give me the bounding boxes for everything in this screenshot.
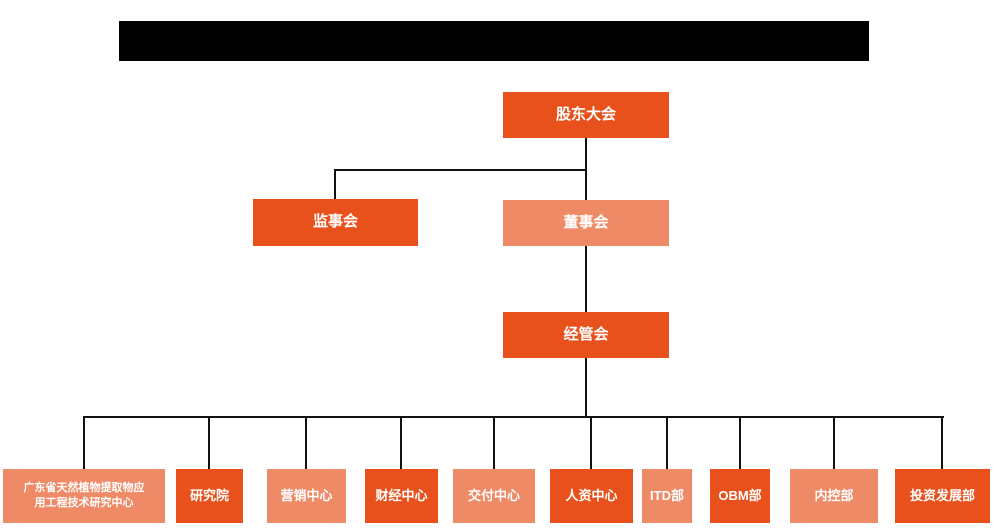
org-node-internal-control-dept: 内控部 bbox=[790, 469, 878, 523]
connector-management-to-bus bbox=[585, 358, 587, 417]
connector-branch-to-supervisors bbox=[334, 169, 587, 171]
org-node-delivery-center: 交付中心 bbox=[453, 469, 535, 523]
org-node-management-committee: 经管会 bbox=[503, 312, 669, 358]
connector-drop-hr-center bbox=[590, 416, 592, 469]
connector-drop-investment-dev-dept bbox=[941, 416, 943, 469]
org-node-finance-center: 财经中心 bbox=[365, 469, 438, 523]
connector-drop-research-center bbox=[83, 416, 85, 469]
connector-drop-internal-control-dept bbox=[833, 416, 835, 469]
org-node-shareholders-meeting: 股东大会 bbox=[503, 92, 669, 138]
org-node-supervisory-board: 监事会 bbox=[253, 199, 418, 246]
org-node-hr-center: 人资中心 bbox=[550, 469, 633, 523]
connector-drop-itd-dept bbox=[666, 416, 668, 469]
connector-drop-delivery-center bbox=[493, 416, 495, 469]
chart-title-redaction-bar bbox=[119, 21, 869, 61]
connector-drop-supervisors bbox=[334, 169, 336, 199]
org-node-itd-dept: ITD部 bbox=[642, 469, 692, 523]
org-node-investment-dev-dept: 投资发展部 bbox=[895, 469, 990, 523]
connector-drop-research-institute bbox=[208, 416, 210, 469]
connector-horizontal-bus bbox=[83, 416, 944, 418]
org-node-board-of-directors: 董事会 bbox=[503, 200, 669, 246]
org-node-obm-dept: OBM部 bbox=[710, 469, 770, 523]
connector-drop-marketing-center bbox=[305, 416, 307, 469]
org-node-research-institute: 研究院 bbox=[176, 469, 243, 523]
connector-drop-obm-dept bbox=[739, 416, 741, 469]
org-node-marketing-center: 营销中心 bbox=[267, 469, 346, 523]
connector-directors-to-management bbox=[585, 246, 587, 312]
connector-drop-finance-center bbox=[400, 416, 402, 469]
org-node-research-center: 广东省天然植物提取物应 用工程技术研究中心 bbox=[3, 469, 165, 523]
